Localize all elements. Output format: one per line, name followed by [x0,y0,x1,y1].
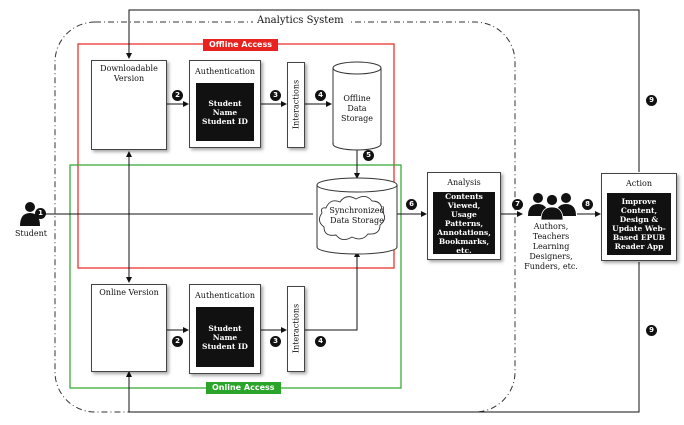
online-reader-text: Web-based EPUB Reader Application [104,324,154,360]
downloadable-reader-text: Web-based EPUB Reader Application [104,98,154,134]
step-badge-7: 7 [512,199,523,210]
online-version-box[interactable]: Online Version [91,284,167,372]
step-badge-9-bottom: 9 [646,325,657,336]
system-title: Analytics System [253,15,348,26]
action-details: Improve Content, Design & Update Web-Bas… [607,193,671,255]
step-badge-3-online: 3 [270,336,281,347]
online-version-title: Online Version [99,288,159,297]
offline-access-tag: Offline Access [203,39,279,51]
downloadable-title: Downloadable Version [100,64,158,83]
interactions-online-label: Interactions [291,303,301,354]
feedback-line-top [126,9,640,172]
action-title: Action [626,179,652,188]
analysis-details: Contents Viewed, Usage Patterns, Annotat… [433,192,495,255]
student-label: Student [14,229,48,238]
step-badge-2-online: 2 [172,336,183,347]
analysis-title: Analysis [447,178,481,187]
auth-online-title: Authentication [195,291,255,300]
interactions-offline-box[interactable] [287,62,305,148]
step-badge-6: 6 [406,199,417,210]
feedback-line-bottom [126,262,640,413]
sync-storage-label: Synchronized Data Storage [329,206,385,225]
online-access-tag: Online Access [206,382,281,394]
step-badge-3-offline: 3 [270,90,281,101]
offline-storage-label: Offline Data Storage [341,94,373,123]
step-badge-4-online: 4 [315,336,326,347]
stakeholders-people-icon [528,193,576,221]
downloadable-version-box[interactable]: Downloadable Version [91,60,167,150]
step-badge-1: 1 [35,208,46,219]
auth-offline-title: Authentication [195,67,255,76]
step-badge-5: 5 [363,150,374,161]
auth-offline-credentials: Student Name Student ID [196,83,254,141]
sync-storage-cylinder [316,177,398,255]
step-badge-8: 8 [582,199,593,210]
step-badge-4-offline: 4 [315,90,326,101]
arrow-online-4 [305,251,360,331]
offline-storage-cylinder [332,61,382,151]
step-badge-2-offline: 2 [172,90,183,101]
step-badge-9-top: 9 [646,95,657,106]
auth-online-credentials: Student Name Student ID [196,307,254,367]
stakeholders-label: Authors, Teachers Learning Designers, Fu… [524,222,578,271]
interactions-offline-label: Interactions [291,79,301,130]
interactions-online-box[interactable] [287,286,305,372]
